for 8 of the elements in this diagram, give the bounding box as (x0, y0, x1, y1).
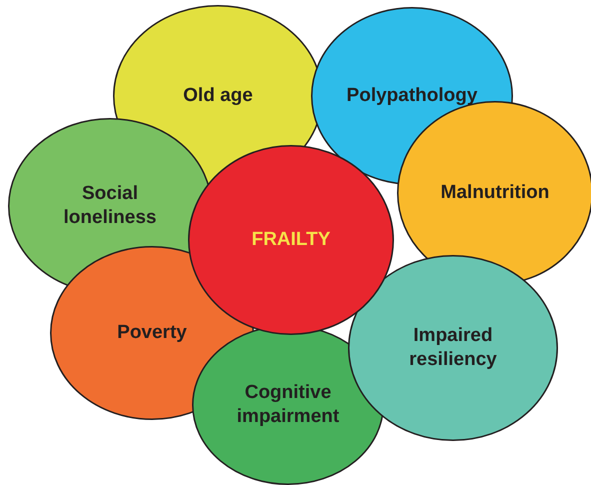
ellipse-label: Poverty (117, 321, 187, 345)
ellipse-label: Social loneliness (62, 182, 158, 230)
ellipse-label: Malnutrition (440, 181, 550, 205)
ellipse-label: Old age (183, 84, 253, 108)
ellipse-label: Polypathology (346, 84, 478, 108)
ellipse-label: Impaired resiliency (408, 324, 498, 372)
ellipse-label: FRAILTY (252, 228, 330, 252)
ellipse-label: Cognitive impairment (236, 381, 340, 429)
